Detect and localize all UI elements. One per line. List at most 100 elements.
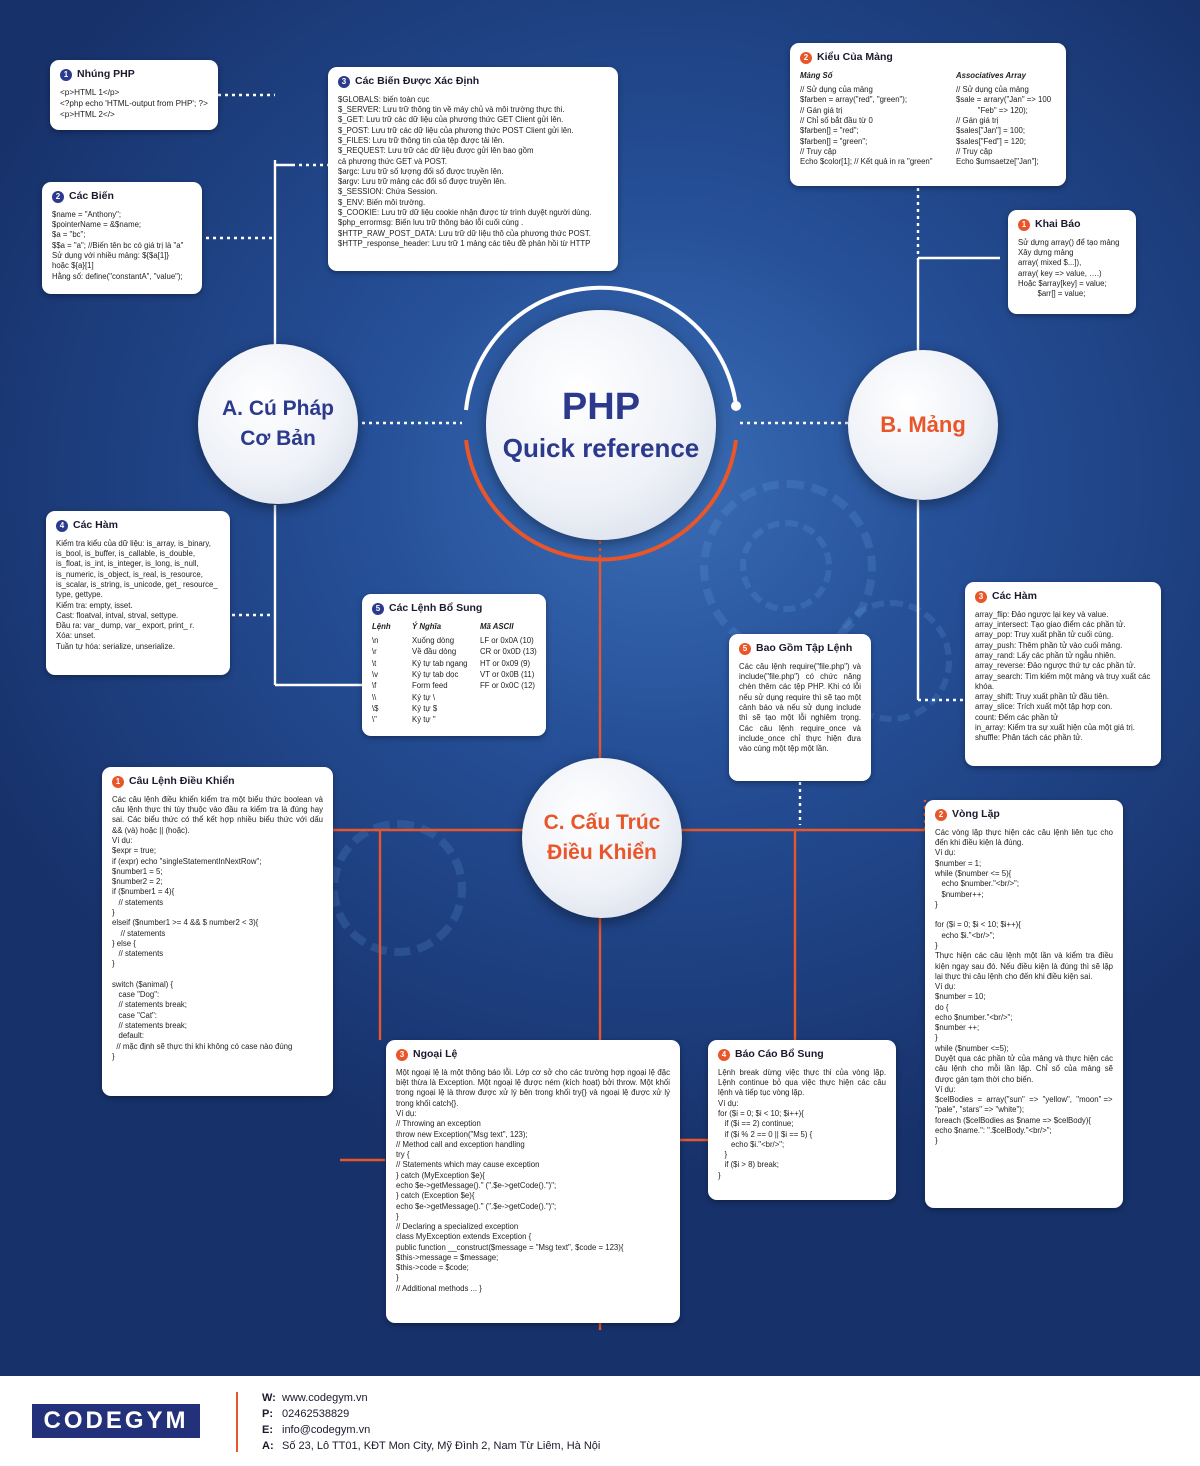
number-badge: 5 bbox=[372, 602, 384, 615]
table-cell bbox=[480, 693, 546, 703]
website-link[interactable]: www.codegym.vn bbox=[282, 1392, 368, 1404]
address-row: A:Số 23, Lô TT01, KĐT Mon City, Mỹ Đình … bbox=[262, 1438, 600, 1454]
card-title-text: Vòng Lặp bbox=[952, 808, 1000, 820]
card-body: $name = "Anthony"; $pointerName = &$name… bbox=[52, 209, 184, 281]
hub-c-line1: C. Cấu Trúc bbox=[543, 811, 661, 834]
card-title-text: Báo Cáo Bổ Sung bbox=[735, 1048, 824, 1060]
hub-b-line1: B. Mảng bbox=[880, 412, 966, 437]
number-badge: 3 bbox=[396, 1048, 408, 1061]
loop-code-1: Ví dụ: $number = 1; while ($number <= 5)… bbox=[935, 848, 1021, 950]
card-title: 5 Các Lệnh Bổ Sung bbox=[372, 602, 536, 616]
card-body: Sử dựng array() để tạo mảng Xây dựng mản… bbox=[1018, 237, 1120, 299]
card-body: $GLOBALS: biến toàn cục $_SERVER: Lưu tr… bbox=[338, 94, 592, 248]
numeric-array-title: Mảng Số bbox=[800, 70, 833, 80]
table-cell: Ký tự " bbox=[412, 715, 436, 725]
card-title-text: Các Hàm bbox=[992, 590, 1037, 602]
table-cell: Ký tự tab ngang bbox=[412, 658, 468, 668]
card-title-text: Ngoại Lệ bbox=[413, 1048, 458, 1060]
table-cell: \f bbox=[372, 681, 377, 691]
email-row: E: info@codegym.vn bbox=[262, 1422, 600, 1438]
card-title: 2 Các Biến bbox=[52, 190, 192, 204]
card-title-text: Câu Lệnh Điều Khiển bbox=[129, 775, 235, 787]
footer-contacts: W:www.codegym.vn P:02462538829 E:info@co… bbox=[262, 1390, 600, 1454]
card-title-text: Các Hàm bbox=[73, 519, 118, 531]
loop-code-3: Ví dụ: $celBodies = array("sun" => "yell… bbox=[935, 1084, 1113, 1146]
phone-label: P: bbox=[262, 1408, 273, 1420]
table-header: Ý Nghĩa bbox=[412, 621, 442, 631]
card-title: 2 Vòng Lặp bbox=[935, 808, 1113, 822]
card-title-text: Các Biến Được Xác Định bbox=[355, 75, 480, 87]
number-badge: 2 bbox=[935, 808, 947, 821]
card-body: <p>HTML 1</p> <?php echo 'HTML-output fr… bbox=[60, 87, 208, 119]
card-vong-lap: 2 Vòng Lặp Các vòng lặp thực hiện các câu… bbox=[925, 800, 1123, 1208]
number-badge: 3 bbox=[975, 590, 987, 603]
loop-text-1: Các vòng lặp thực hiện các câu lệnh liên… bbox=[935, 827, 1113, 848]
card-title: 1 Khai Báo bbox=[1018, 218, 1126, 232]
card-title-text: Kiểu Của Mảng bbox=[817, 51, 893, 63]
card-body: Ví dụ: // Throwing an exception throw ne… bbox=[396, 1108, 624, 1293]
table-cell: FF or 0x0C (12) bbox=[480, 681, 536, 691]
card-title-text: Các Lệnh Bổ Sung bbox=[389, 602, 483, 614]
logo-text: CODEGYM bbox=[43, 1407, 189, 1434]
card-cac-ham-b: 3 Các Hàm array_flip: Đảo ngược lại key v… bbox=[965, 582, 1161, 766]
phone-row: P:02462538829 bbox=[262, 1406, 600, 1422]
card-body: array_flip: Đảo ngược lại key và value. … bbox=[975, 609, 1151, 743]
card-title: 3 Các Biến Được Xác Định bbox=[338, 75, 608, 89]
assoc-array-body: // Sử dụng của mảng $sale = arrary("Jan"… bbox=[956, 85, 1052, 167]
table-header: Lệnh bbox=[372, 621, 391, 631]
hub-c-line2: Điều Khiển bbox=[547, 841, 657, 864]
hub-a-line2: Cơ Bản bbox=[240, 427, 316, 450]
table-cell: HT or 0x09 (9) bbox=[480, 658, 531, 668]
table-cell: \r bbox=[372, 647, 377, 657]
loop-text-2: Thực hiện các câu lệnh một lần và kiểm t… bbox=[935, 951, 1113, 981]
address-label: A: bbox=[262, 1440, 274, 1452]
card-body: Ví dụ: $expr = true; if (expr) echo "sin… bbox=[112, 835, 293, 1061]
table-header: Mã ASCII bbox=[480, 621, 514, 631]
assoc-array-column: Associatives Array // Sử dụng của mảng $… bbox=[956, 71, 1060, 168]
codegym-logo: CODEGYM bbox=[32, 1404, 200, 1438]
number-badge: 2 bbox=[52, 190, 64, 203]
center-php-circle: PHP Quick reference bbox=[486, 310, 716, 540]
numeric-array-column: Mảng Số // Sử dụng của mảng $farben = ar… bbox=[800, 71, 952, 168]
card-title-text: Bao Gồm Tập Lệnh bbox=[756, 642, 853, 654]
assoc-array-title: Associatives Array bbox=[956, 70, 1026, 80]
table-cell: Ký tự tab dọc bbox=[412, 669, 459, 679]
card-cac-bien: 2 Các Biến $name = "Anthony"; $pointerNam… bbox=[42, 182, 202, 294]
email-link[interactable]: info@codegym.vn bbox=[282, 1424, 371, 1436]
number-badge: 1 bbox=[1018, 218, 1030, 231]
email-label: E: bbox=[262, 1424, 273, 1436]
table-cell bbox=[480, 715, 546, 725]
center-title: PHP bbox=[561, 386, 641, 428]
card-title-text: Nhúng PHP bbox=[77, 68, 135, 80]
numeric-array-body: // Sử dụng của mảng $farben = array("red… bbox=[800, 85, 933, 167]
card-intro: Một ngoại lệ là một thông báo lỗi. Lớp c… bbox=[396, 1067, 670, 1108]
gear-decoration bbox=[330, 820, 466, 956]
table-cell: LF or 0x0A (10) bbox=[480, 636, 534, 646]
table-cell: Ký tự $ bbox=[412, 703, 438, 713]
number-badge: 3 bbox=[338, 75, 350, 88]
table-cell bbox=[480, 704, 546, 714]
table-cell: \v bbox=[372, 669, 379, 679]
loop-text-3: Duyệt qua các phần tử của mảng và thực h… bbox=[935, 1054, 1113, 1084]
card-title-text: Khai Báo bbox=[1035, 218, 1081, 230]
hub-b-circle: B. Mảng bbox=[848, 350, 998, 500]
card-title-text: Các Biến bbox=[69, 190, 114, 202]
card-title: 3 Ngoại Lệ bbox=[396, 1048, 670, 1062]
table-cell: CR or 0x0D (13) bbox=[480, 647, 537, 657]
gear-decoration bbox=[740, 520, 832, 612]
array-types: Mảng Số // Sử dụng của mảng $farben = ar… bbox=[800, 71, 1056, 168]
table-cell: \$ bbox=[372, 703, 379, 713]
table-cell: Ký tự \ bbox=[412, 692, 435, 702]
footer: CODEGYM W:www.codegym.vn P:02462538829 E… bbox=[0, 1376, 1200, 1466]
table-cell: \n bbox=[372, 636, 379, 646]
table-cell: Về đầu dòng bbox=[412, 647, 457, 657]
loop-code-2: Ví dụ: $number = 10; do { echo $number."… bbox=[935, 982, 1013, 1053]
